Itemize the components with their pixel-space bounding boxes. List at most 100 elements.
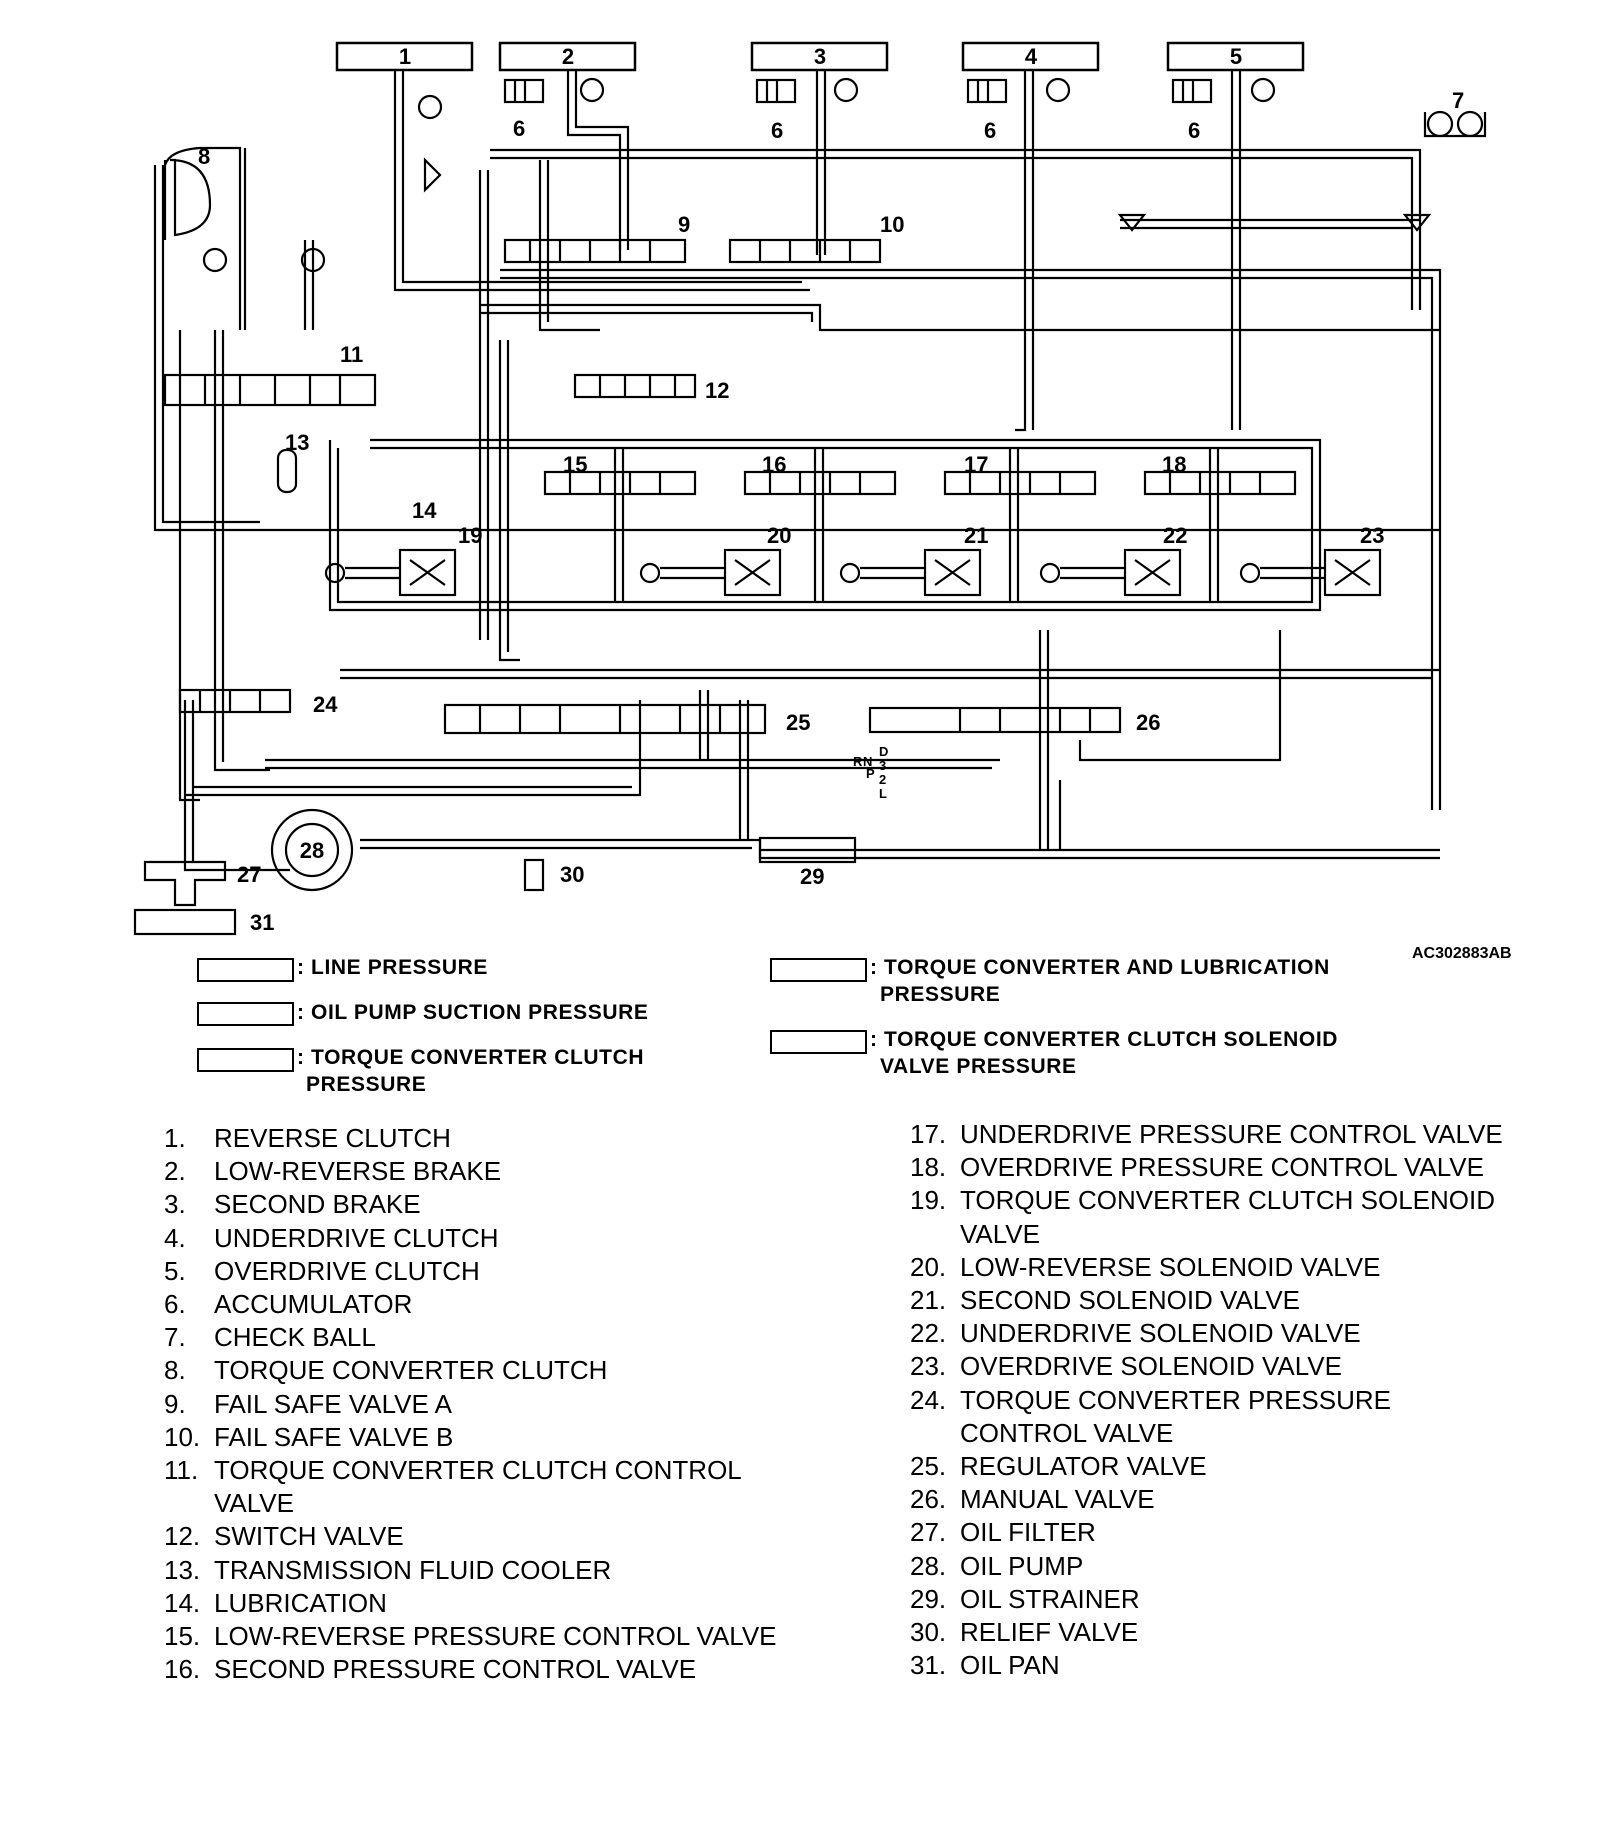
torque-converter-symbol xyxy=(163,158,212,240)
list-item: 20.LOW-REVERSE SOLENOID VALVE xyxy=(910,1251,1381,1282)
list-item: 7.CHECK BALL xyxy=(164,1322,376,1353)
list-item: 15.LOW-REVERSE PRESSURE CONTROL VALVE xyxy=(164,1621,777,1652)
svg-text:2: 2 xyxy=(879,772,886,787)
hydraulic-circuit-diagram: 1 2 3 4 5 6 6 6 6 7 8 9 10 11 12 13 14 1… xyxy=(133,41,1487,936)
list-item: 11.TORQUE CONVERTER CLUTCH CONTROL xyxy=(164,1455,742,1486)
label-22: 22 xyxy=(1163,523,1187,548)
legend-swatch-tcc-solenoid xyxy=(770,1030,867,1054)
label-15: 15 xyxy=(563,452,587,477)
list-item: 13.TRANSMISSION FLUID COOLER xyxy=(164,1554,612,1585)
legend-tcc-solenoid-line2: VALVE PRESSURE xyxy=(880,1055,1077,1078)
label-6d: 6 xyxy=(1188,118,1200,143)
pressure-control-valves xyxy=(543,470,1297,496)
list-item: 4.UNDERDRIVE CLUTCH xyxy=(164,1222,499,1253)
list-item: VALVE xyxy=(214,1488,294,1519)
label-20: 20 xyxy=(767,523,791,548)
label-24: 24 xyxy=(313,692,338,717)
list-item: 18.OVERDRIVE PRESSURE CONTROL VALVE xyxy=(910,1152,1484,1183)
legend-swatch-oil-pump-suction xyxy=(197,1002,294,1026)
list-item: 19.TORQUE CONVERTER CLUTCH SOLENOID xyxy=(910,1185,1496,1216)
list-item: 2.LOW-REVERSE BRAKE xyxy=(164,1156,502,1187)
label-13: 13 xyxy=(285,430,309,455)
label-16: 16 xyxy=(762,452,786,477)
legend-oil-pump-suction: : OIL PUMP SUCTION PRESSURE xyxy=(297,1001,649,1024)
list-item: 16.SECOND PRESSURE CONTROL VALVE xyxy=(164,1654,697,1685)
svg-text:R: R xyxy=(853,754,863,769)
figure-code: AC302883AB xyxy=(1412,945,1512,962)
list-item: 1.REVERSE CLUTCH xyxy=(164,1123,451,1153)
label-28: 28 xyxy=(300,838,324,863)
list-item: 23.OVERDRIVE SOLENOID VALVE xyxy=(910,1351,1342,1382)
check-ball-symbol xyxy=(1423,110,1487,138)
label-18: 18 xyxy=(1162,452,1186,477)
legend-swatch-tc-lubrication xyxy=(770,958,867,982)
legend-tcc-pressure-line2: PRESSURE xyxy=(306,1073,427,1096)
regulator-valve-symbol xyxy=(443,703,767,735)
list-item: 8.TORQUE CONVERTER CLUTCH xyxy=(164,1355,608,1386)
svg-text:3: 3 xyxy=(879,758,886,773)
list-item: CONTROL VALVE xyxy=(960,1417,1174,1448)
label-14: 14 xyxy=(412,498,437,523)
list-item: 14.LUBRICATION xyxy=(164,1587,387,1618)
gear-position-labels: R N D P 3 2 L xyxy=(853,744,888,801)
legend-tcc-pressure: : TORQUE CONVERTER CLUTCH xyxy=(297,1046,645,1069)
label-2: 2 xyxy=(562,44,574,69)
manual-valve-symbol xyxy=(868,706,1122,734)
svg-text:N: N xyxy=(863,754,872,769)
list-item: 17.UNDERDRIVE PRESSURE CONTROL VALVE xyxy=(910,1119,1503,1149)
oil-filter-symbol xyxy=(143,860,227,907)
accumulator-symbols xyxy=(503,78,1213,104)
label-11: 11 xyxy=(340,342,363,367)
label-17: 17 xyxy=(964,452,988,477)
label-7: 7 xyxy=(1452,88,1464,113)
oil-strainer-symbol xyxy=(758,836,857,864)
label-25: 25 xyxy=(786,710,810,735)
label-6a: 6 xyxy=(513,116,525,141)
solenoid-valves xyxy=(324,548,1382,597)
label-4: 4 xyxy=(1025,44,1038,69)
list-item: 31.OIL PAN xyxy=(910,1650,1060,1681)
legend-tc-lubrication: : TORQUE CONVERTER AND LUBRICATION xyxy=(870,956,1330,979)
label-9: 9 xyxy=(678,212,690,237)
oil-pump-symbol xyxy=(270,808,354,892)
label-29: 29 xyxy=(800,864,824,889)
list-item: 22.UNDERDRIVE SOLENOID VALVE xyxy=(910,1318,1361,1349)
pressure-gauge-symbols xyxy=(202,77,1276,273)
label-23: 23 xyxy=(1360,523,1384,548)
label-31: 31 xyxy=(250,910,274,935)
svg-text:P: P xyxy=(866,766,875,781)
spool-valves xyxy=(163,238,882,407)
list-item: 24.TORQUE CONVERTER PRESSURE xyxy=(910,1384,1392,1415)
list-item: 10.FAIL SAFE VALVE B xyxy=(164,1421,454,1452)
list-item: VALVE xyxy=(960,1218,1040,1249)
legend-swatch-tcc-pressure xyxy=(197,1048,294,1072)
legend-tcc-solenoid: : TORQUE CONVERTER CLUTCH SOLENOID xyxy=(870,1028,1339,1051)
label-21: 21 xyxy=(964,523,988,548)
list-item: 28.OIL PUMP xyxy=(910,1550,1084,1581)
list-item: 25.REGULATOR VALVE xyxy=(910,1451,1207,1482)
relief-valve-symbol xyxy=(523,858,545,892)
parts-list-left: 1.REVERSE CLUTCH 2.LOW-REVERSE BRAKE 3.S… xyxy=(164,1122,777,1686)
label-10: 10 xyxy=(880,212,904,237)
main-passages xyxy=(153,70,1442,872)
label-6b: 6 xyxy=(771,118,783,143)
svg-text:L: L xyxy=(879,786,887,801)
torque-converter-pressure-control-valve-symbol xyxy=(178,688,292,714)
label-8: 8 xyxy=(198,144,210,169)
label-5: 5 xyxy=(1230,44,1242,69)
list-item: 21.SECOND SOLENOID VALVE xyxy=(910,1285,1301,1316)
oil-pan-symbol xyxy=(133,908,237,936)
label-19: 19 xyxy=(458,523,482,548)
label-1: 1 xyxy=(399,44,411,69)
transmission-fluid-cooler-symbol xyxy=(276,448,298,494)
label-6c: 6 xyxy=(984,118,996,143)
list-item: 5.OVERDRIVE CLUTCH xyxy=(164,1255,480,1286)
list-item: 12.SWITCH VALVE xyxy=(164,1521,404,1552)
list-item: 9.FAIL SAFE VALVE A xyxy=(164,1388,452,1419)
label-12: 12 xyxy=(705,378,729,403)
list-item: 27.OIL FILTER xyxy=(910,1517,1096,1548)
list-item: 30.RELIEF VALVE xyxy=(910,1617,1139,1648)
label-27: 27 xyxy=(237,862,261,887)
label-3: 3 xyxy=(814,44,826,69)
svg-text:D: D xyxy=(879,744,888,759)
